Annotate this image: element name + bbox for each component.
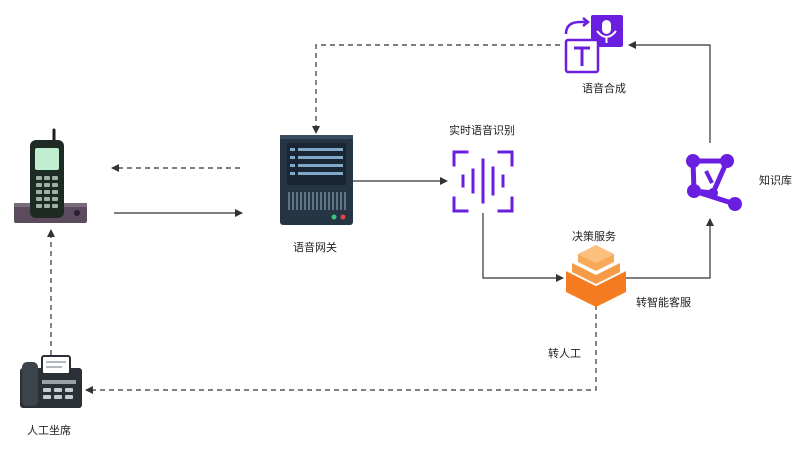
edge-tts-to-gateway <box>312 44 560 134</box>
edge-label-human: 转人工 <box>548 347 581 360</box>
knowledge-graph-icon <box>686 154 742 211</box>
text-to-speech-icon <box>564 15 623 74</box>
edge-decision-to-kb <box>626 218 714 279</box>
decision-label: 决策服务 <box>572 230 616 243</box>
server-icon <box>280 135 353 225</box>
desk-phone-icon <box>20 355 82 408</box>
edge-decision-to-agent <box>85 305 597 394</box>
edge-kb-to-tts <box>628 41 711 143</box>
asr-label: 实时语音识别 <box>449 124 515 137</box>
edge-asr-to-decision <box>482 213 564 282</box>
tts-label: 语音合成 <box>582 82 626 95</box>
kb-label: 知识库 <box>759 174 792 187</box>
mobile-phone-icon <box>14 128 87 223</box>
agent-label: 人工坐席 <box>27 424 71 437</box>
edge-label-smart-service: 转智能客服 <box>636 296 691 309</box>
edges <box>47 41 714 394</box>
gateway-label: 语音网关 <box>293 241 337 254</box>
layered-boxes-icon <box>565 245 627 307</box>
voice-waveform-icon <box>452 150 514 213</box>
